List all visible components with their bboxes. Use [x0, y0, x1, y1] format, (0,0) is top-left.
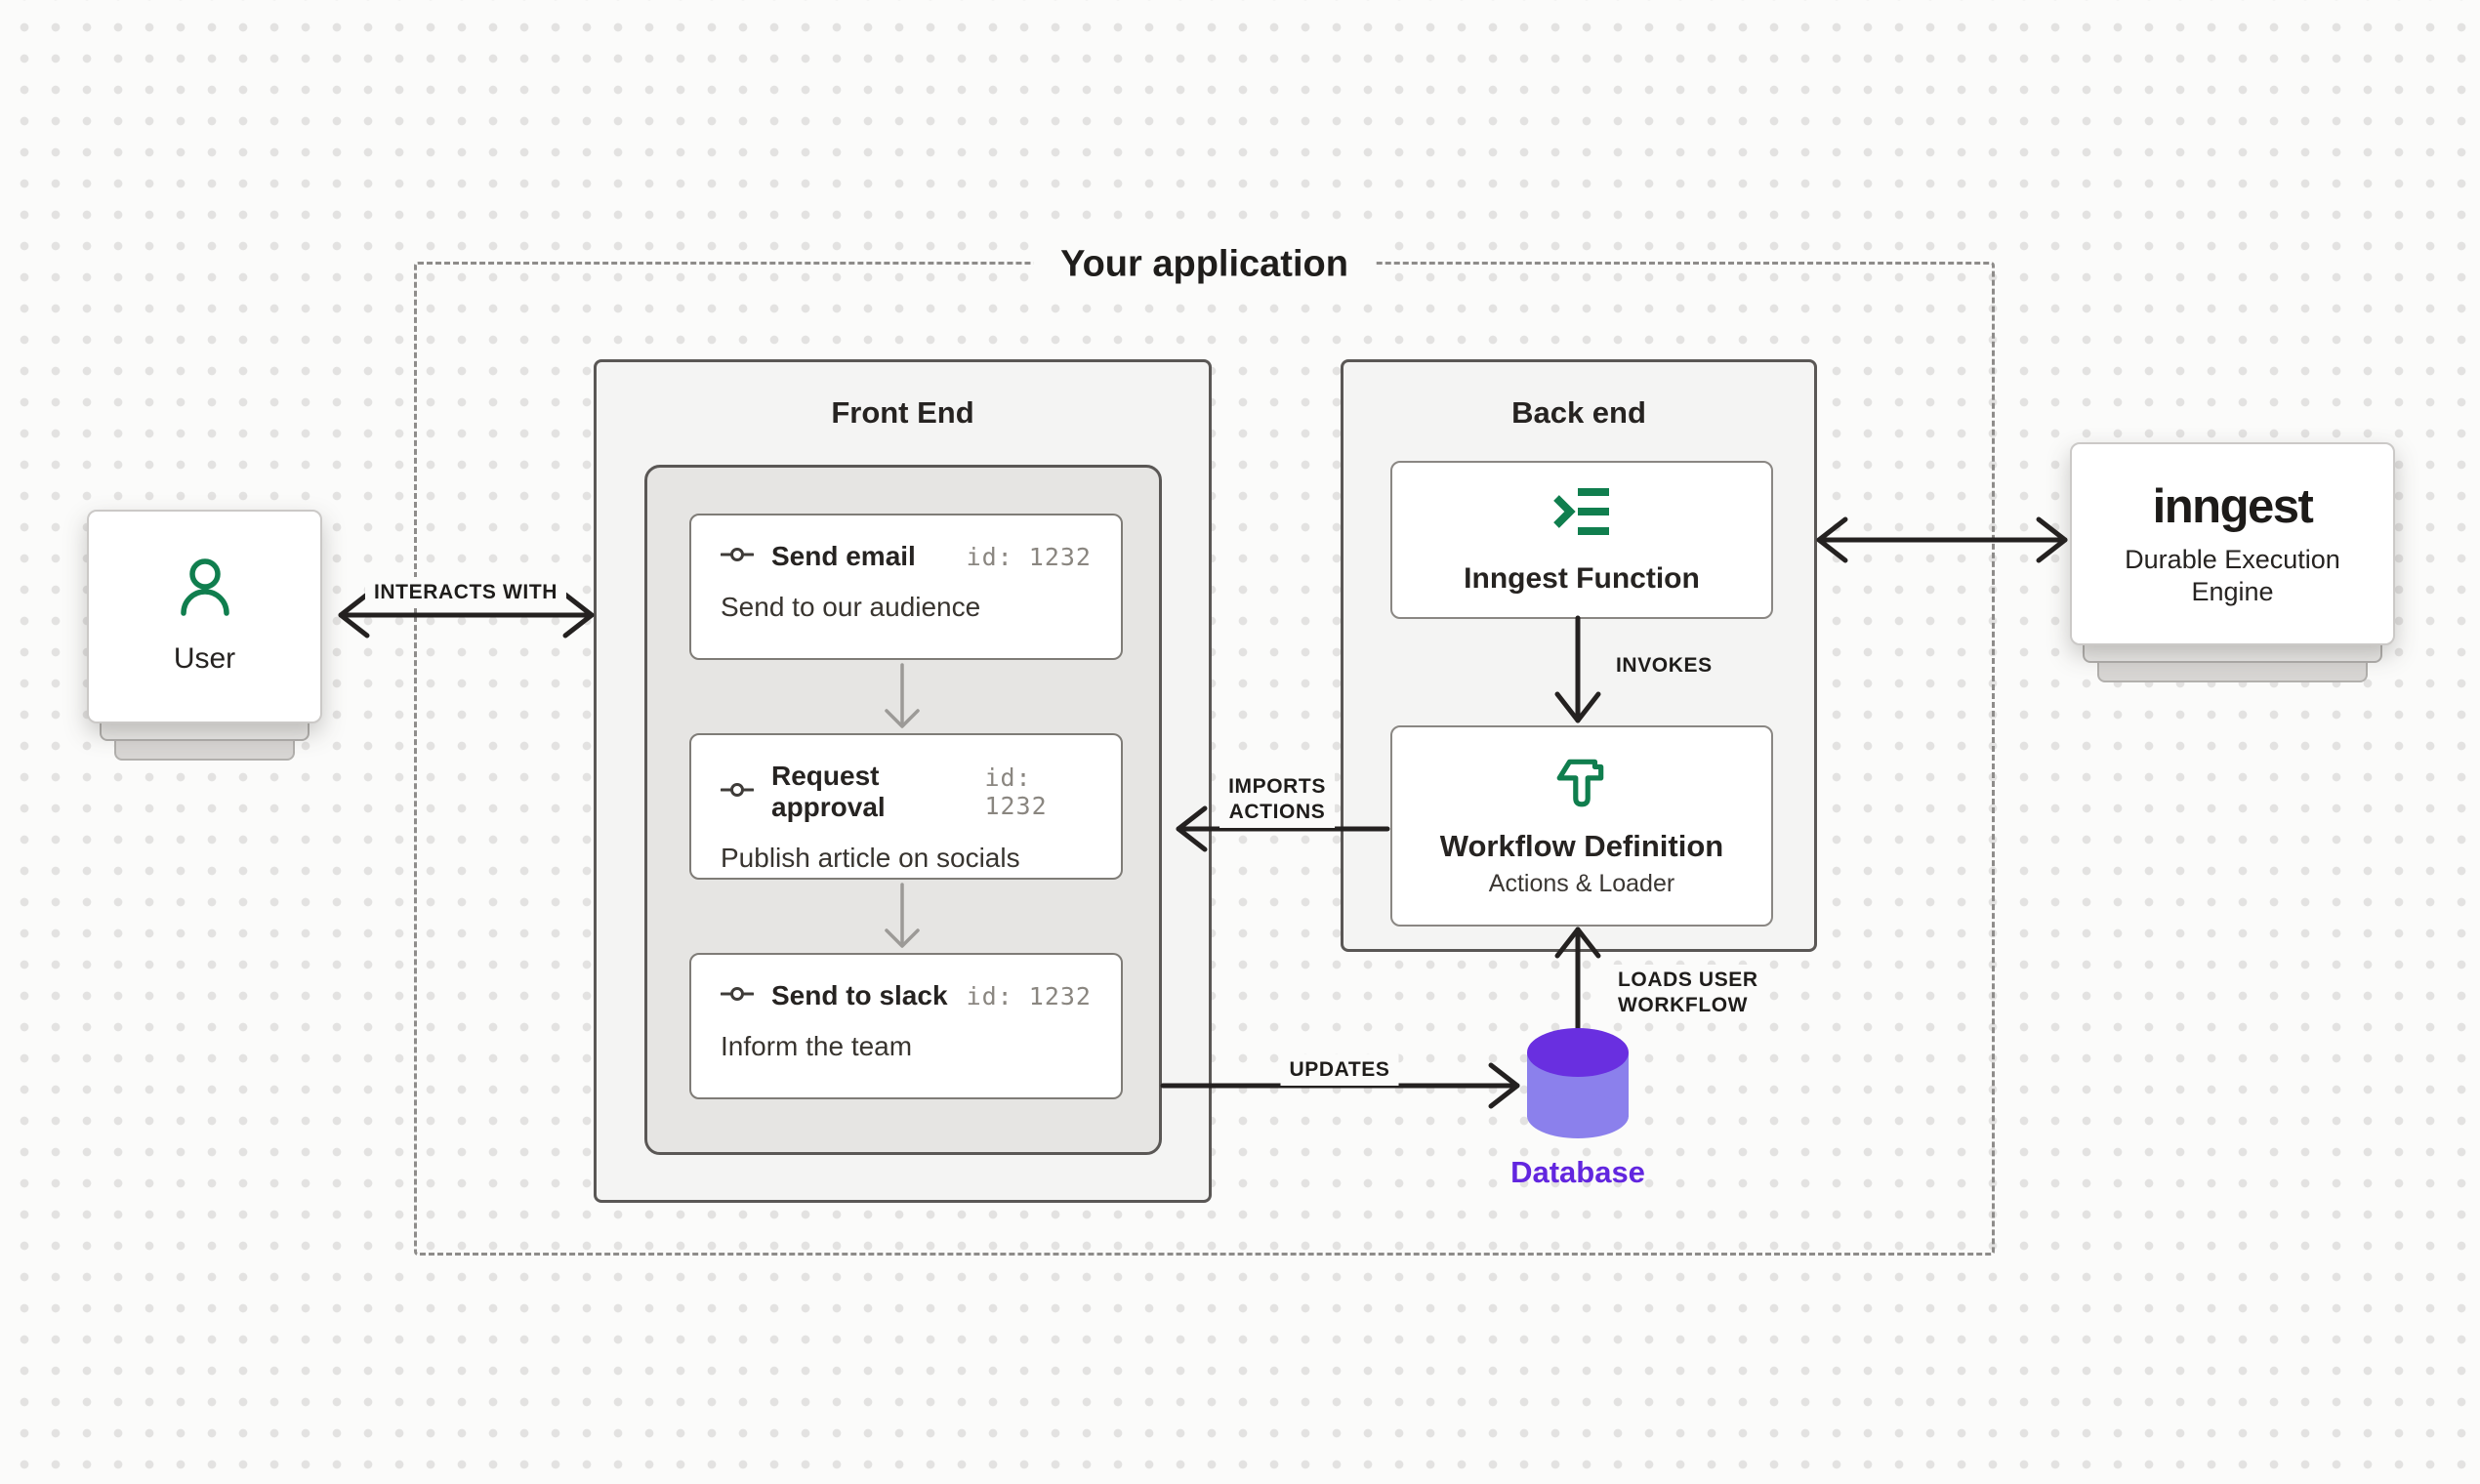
your-application-title: Your application [1033, 239, 1376, 290]
user-label: User [173, 642, 236, 675]
commit-icon [720, 547, 755, 567]
user-node: User [87, 510, 322, 761]
your-application-container: Your application [414, 239, 1995, 1256]
commit-icon [720, 986, 755, 1007]
workflow-definition-subtitle: Actions & Loader [1488, 870, 1675, 897]
back-end-title: Back end [1511, 395, 1646, 430]
inngest-function-card: Inngest Function [1390, 461, 1773, 619]
database-label: Database [1510, 1155, 1645, 1189]
step-description: Publish article on socials [721, 843, 1020, 873]
step-card-send-to-slack: Send to slack id: 1232 Inform the team [689, 953, 1123, 1099]
inngest-engine-node: inngest Durable Execution Engine [2070, 442, 2395, 682]
workflow-steps-panel: Send email id: 1232 Send to our audience… [644, 465, 1162, 1155]
workflow-definition-card: Workflow Definition Actions & Loader [1390, 725, 1773, 927]
edge-label-invokes: INVOKES [1616, 654, 1713, 677]
workflow-definition-title: Workflow Definition [1439, 829, 1724, 863]
step-description: Send to our audience [721, 592, 981, 622]
inngest-logo: inngest [2152, 480, 2314, 533]
edge-label-imports-actions: IMPORTS ACTIONS [1219, 771, 1335, 828]
step-title: Request approval [771, 761, 886, 822]
hammer-icon [1553, 754, 1610, 815]
commit-icon [720, 782, 755, 803]
step-card-send-email: Send email id: 1232 Send to our audience [689, 514, 1123, 660]
database-cylinder-icon [1527, 1028, 1629, 1138]
back-end-box: Back end Inngest Function Workflow Defin… [1341, 359, 1817, 952]
step-description: Inform the team [721, 1031, 913, 1061]
edge-label-loads-user-workflow: LOADS USER WORKFLOW [1609, 965, 1767, 1021]
inngest-engine-card: inngest Durable Execution Engine [2070, 442, 2395, 645]
inngest-engine-subtitle: Durable Execution Engine [2125, 545, 2340, 606]
step-title: Send email [771, 541, 916, 571]
step-card-request-approval: Request approval id: 1232 Publish articl… [689, 733, 1123, 880]
front-end-title: Front End [831, 395, 974, 430]
console-icon [1550, 485, 1613, 545]
inngest-function-label: Inngest Function [1464, 561, 1700, 595]
edge-label-interacts-with: INTERACTS WITH [364, 577, 567, 608]
front-end-box: Front End Send email id: 1232 Send to ou… [594, 359, 1212, 1203]
step-id: id: 1232 [984, 763, 1048, 820]
step-id: id: 1232 [966, 542, 1092, 571]
step-id: id: 1232 [966, 981, 1092, 1010]
step-title: Send to slack [771, 980, 948, 1010]
person-icon [176, 557, 234, 627]
user-card: User [87, 510, 322, 723]
edge-label-updates: UPDATES [1280, 1054, 1399, 1086]
